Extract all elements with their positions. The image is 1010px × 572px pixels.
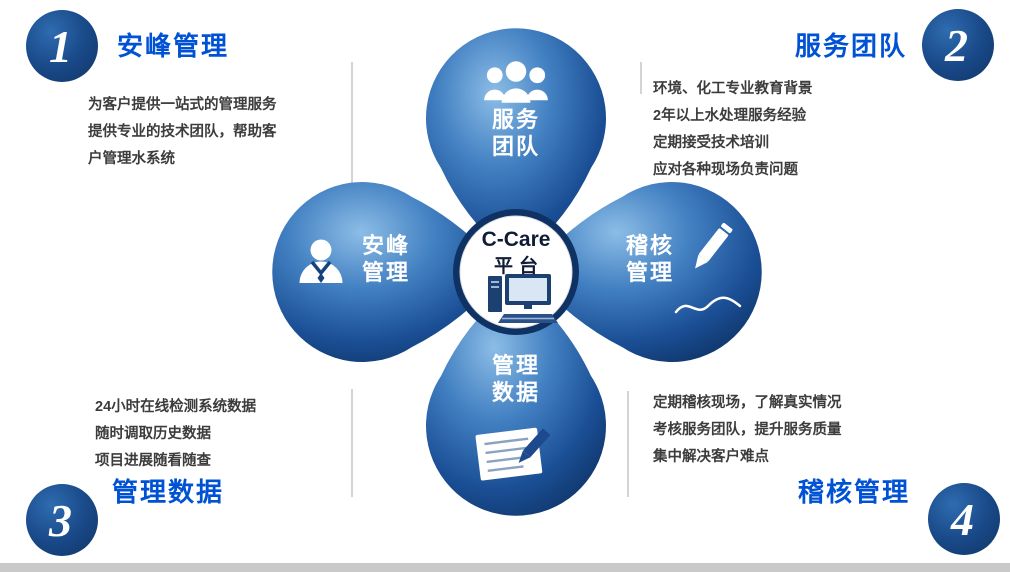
text-block-bottom-right: 定期稽核现场，了解真实情况 考核服务团队，提升服务质量 集中解决客户难点 [653,390,842,471]
heading-fuwu-tuandui: 服务团队 [794,31,907,61]
petal-label-line: 服务 [491,107,540,132]
text-block-top-right: 环境、化工专业教育背景 2年以上水处理服务经验 定期接受技术培训 应对各种现场负… [653,76,813,184]
petal-label-line: 管理 [625,260,674,285]
petal-label-line: 团队 [491,134,540,159]
petal-label-bottom: 管理 数据 [466,352,566,406]
corner-number-1: 1 [26,10,98,82]
connector-lines [351,62,642,497]
text-line: 环境、化工专业教育背景 [653,81,813,97]
heading-jihe-guanli: 稽核管理 [797,477,910,507]
text-block-top-left: 为客户提供一站式的管理服务 提供专业的技术团队，帮助客 户管理水系统 [88,92,277,173]
text-line: 为客户提供一站式的管理服务 [88,97,277,113]
heading-guanli-shuju: 管理数据 [112,477,225,507]
bottom-bar [0,563,1010,572]
petal-label-line: 管理 [361,260,410,285]
petal-top [426,28,607,263]
petal-label-top: 服务 团队 [466,106,566,160]
heading-anfeng-guanli: 安峰管理 [117,31,230,61]
petal-label-right: 稽核 管理 [610,232,690,286]
text-line: 定期接受技术培训 [653,135,769,151]
text-line: 随时调取历史数据 [95,426,211,442]
text-block-bottom-left: 24小时在线检测系统数据 随时调取历史数据 项目进展随看随查 [95,394,256,475]
center-platform: 平台 [493,256,544,277]
center-brand: C-Care [481,228,551,251]
petal-bottom [425,282,607,516]
petal-label-line: 稽核 [625,233,674,258]
text-line: 24小时在线检测系统数据 [95,399,257,415]
text-line: 户管理水系统 [88,151,175,167]
text-line: 项目进展随看随查 [95,453,211,469]
text-line: 考核服务团队，提升服务质量 [653,422,842,438]
text-line: 提供专业的技术团队，帮助客 [88,124,277,140]
team-icon [484,61,548,103]
manager-icon [299,239,343,283]
text-line: 集中解决客户难点 [653,449,769,465]
pencil-icon [695,222,733,269]
petal-label-line: 数据 [491,380,540,405]
document-icon [475,427,543,481]
petal-label-line: 安峰 [361,233,410,258]
corner-number-2: 2 [922,9,994,81]
computer-icon [488,274,558,323]
petal-label-left: 安峰 管理 [348,232,424,286]
corner-number-4: 4 [928,483,1000,555]
text-line: 2年以上水处理服务经验 [653,108,807,124]
text-line: 应对各种现场负责问题 [653,162,798,178]
petal-left [272,182,506,362]
pencil-squiggle [674,296,742,314]
text-line: 定期稽核现场，了解真实情况 [653,395,842,411]
document-pen-icon [518,428,551,463]
petal-right [528,181,762,362]
corner-number-3: 3 [26,484,98,556]
petal-label-line: 管理 [491,353,540,378]
